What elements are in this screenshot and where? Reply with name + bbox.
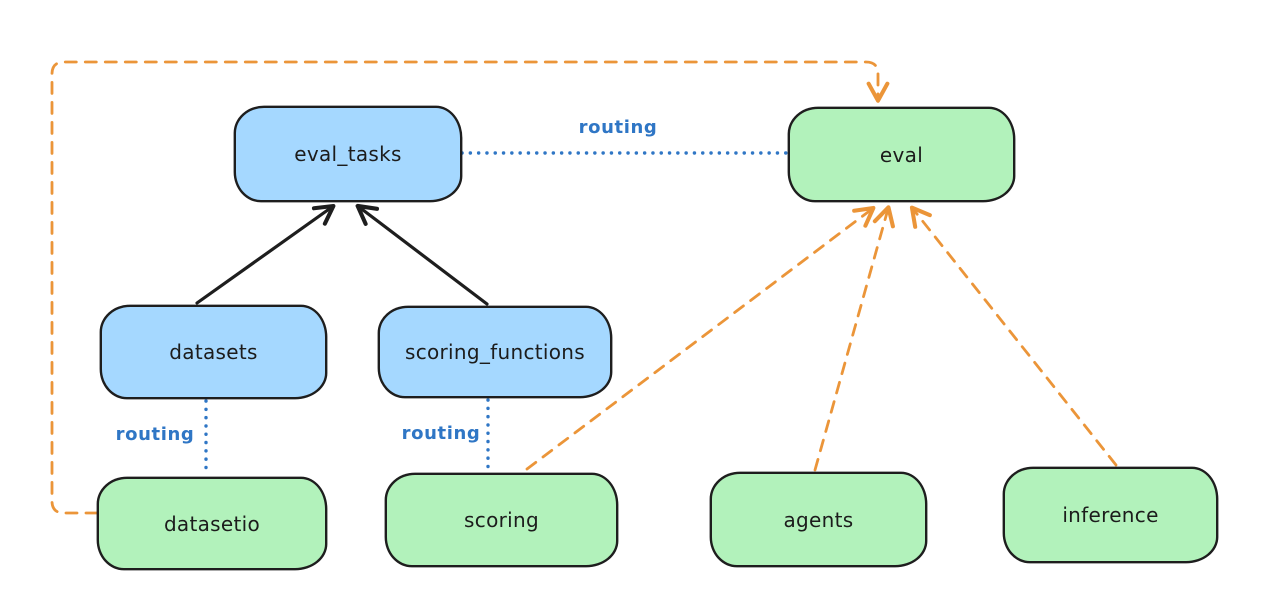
node-eval: eval [788, 107, 1015, 202]
node-scoring_functions-label: scoring_functions [404, 340, 586, 364]
node-datasets-label: datasets [169, 340, 258, 364]
edge-inference-to-eval [909, 205, 1118, 467]
routing-label-datasets-datasetio: routing [115, 424, 195, 445]
node-eval_tasks: eval_tasks [234, 106, 462, 202]
node-agents: agents [710, 472, 927, 567]
routing-label-scoring_functions-scoring: routing [401, 423, 481, 444]
node-eval_tasks-label: eval_tasks [294, 142, 402, 166]
node-scoring-label: scoring [464, 508, 539, 532]
edge-datasetio-to-eval [50, 60, 890, 515]
node-datasets: datasets [100, 305, 327, 399]
node-eval-label: eval [879, 142, 924, 167]
edge-scoring_functions-to-eval_tasks [355, 203, 489, 306]
node-scoring: scoring [385, 473, 618, 567]
edge-agents-to-eval [813, 205, 895, 472]
node-datasetio-label: datasetio [163, 511, 261, 536]
routing-label-eval_tasks-eval: routing [578, 117, 658, 138]
edge-datasets-to-eval_tasks [195, 203, 336, 305]
node-agents-label: agents [783, 507, 854, 532]
node-inference: inference [1003, 467, 1218, 563]
node-datasetio: datasetio [97, 477, 327, 570]
node-scoring_functions: scoring_functions [378, 306, 612, 398]
node-inference-label: inference [1062, 503, 1159, 527]
